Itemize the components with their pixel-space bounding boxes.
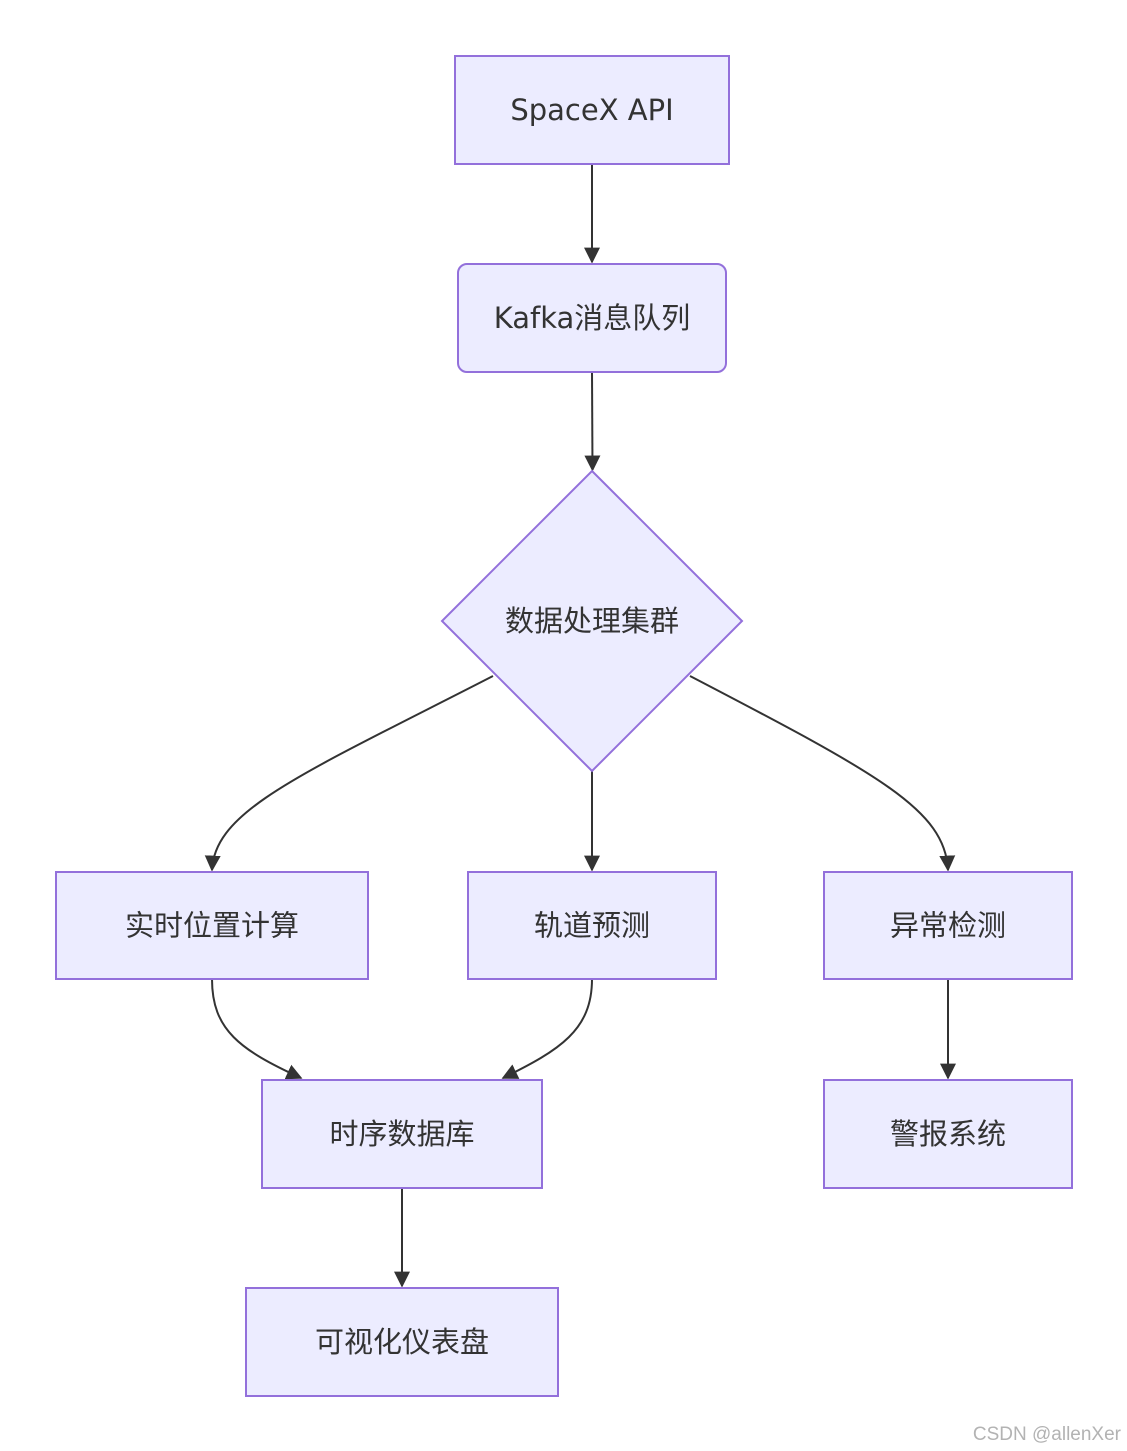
node-realtime-label: 实时位置计算 (125, 909, 299, 943)
node-anomaly-label: 异常检测 (890, 909, 1006, 943)
node-tsdb: 时序数据库 (261, 1079, 543, 1189)
watermark: CSDN @allenXer (973, 1424, 1122, 1445)
node-realtime-shape (55, 871, 369, 980)
edges-layer (204, 164, 956, 1288)
node-orbit-shape (467, 871, 717, 980)
node-dashboard-shape (245, 1287, 559, 1397)
node-tsdb-label: 时序数据库 (329, 1117, 474, 1151)
edge-cluster-to-realtime (204, 675, 494, 872)
node-cluster-shape (440, 469, 744, 773)
node-anomaly: 异常检测 (823, 871, 1073, 980)
edge-cluster-to-anomaly (689, 675, 956, 872)
node-orbit: 轨道预测 (467, 871, 717, 980)
node-cluster-label: 数据处理集群 (505, 604, 679, 638)
node-cluster: 数据处理集群 (440, 469, 744, 773)
node-api: SpaceX API (454, 55, 730, 165)
node-dashboard-label: 可视化仪表盘 (315, 1325, 489, 1359)
node-kafka-shape (457, 263, 727, 373)
node-alert-label: 警报系统 (890, 1117, 1006, 1151)
node-tsdb-shape (261, 1079, 543, 1189)
node-alert: 警报系统 (823, 1079, 1073, 1189)
node-kafka-label: Kafka消息队列 (494, 301, 691, 335)
node-alert-shape (823, 1079, 1073, 1189)
edge-orbit-to-tsdb (501, 978, 593, 1079)
node-api-label: SpaceX API (510, 93, 673, 127)
edge-kafka-to-cluster (584, 371, 601, 472)
node-anomaly-shape (823, 871, 1073, 980)
node-realtime: 实时位置计算 (55, 871, 369, 980)
edge-realtime-to-tsdb (211, 978, 303, 1080)
node-kafka: Kafka消息队列 (457, 263, 727, 373)
node-orbit-label: 轨道预测 (534, 909, 650, 943)
node-dashboard: 可视化仪表盘 (245, 1287, 559, 1397)
node-api-shape (454, 55, 730, 165)
